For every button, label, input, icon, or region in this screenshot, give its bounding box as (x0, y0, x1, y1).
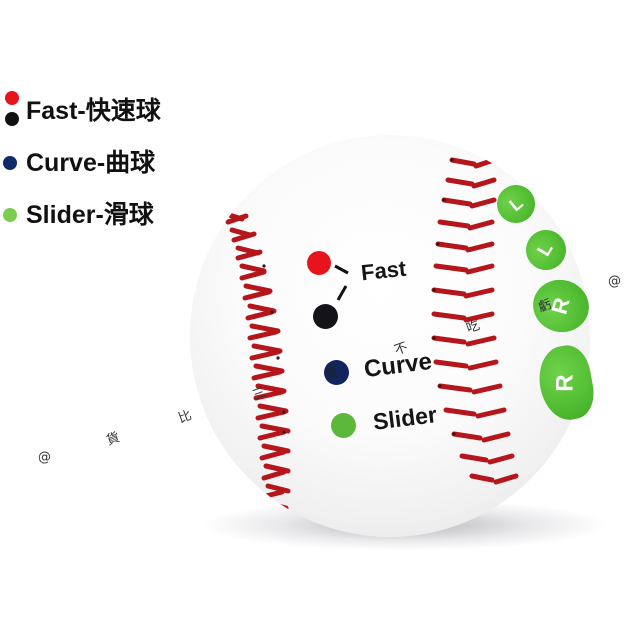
legend-slider-label: Slider-滑球 (26, 201, 154, 229)
fast-black-marker-icon (313, 304, 338, 329)
slider-marker-icon (331, 413, 356, 438)
black-dot-icon (5, 112, 19, 126)
ball-fast-label: Fast (359, 255, 408, 286)
watermark-char: @ (608, 274, 621, 289)
red-dot-icon (5, 91, 19, 105)
fast-red-marker-icon (307, 251, 331, 275)
legend-fast-label: Fast-快速球 (26, 97, 161, 125)
navy-dot-icon (3, 156, 17, 170)
curve-marker-icon (324, 360, 349, 385)
watermark-char: @ (38, 450, 51, 465)
hand-badge-letter: R (552, 374, 579, 392)
green-dot-icon (3, 208, 17, 222)
hand-badge-letter: L (505, 192, 527, 215)
legend-curve-label: Curve-曲球 (26, 149, 156, 177)
hand-badge-letter: L (533, 239, 558, 261)
